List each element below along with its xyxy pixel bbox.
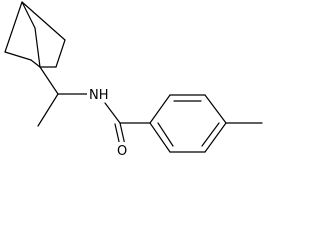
bond-c1-c7 xyxy=(21,1,36,29)
bond-cage-to-ch xyxy=(39,66,59,95)
ring-bond-6 xyxy=(149,122,171,153)
bond-ch-methyl xyxy=(37,93,59,127)
bond-c7-c4 xyxy=(34,27,41,68)
norbornane-cage xyxy=(4,1,66,68)
ring-bond-3 xyxy=(204,94,227,124)
ring-double-2 xyxy=(201,122,220,147)
bond-c1-c2 xyxy=(4,1,23,53)
carbonyl-o-label: O xyxy=(117,144,127,159)
o-label-background xyxy=(116,142,128,158)
bond-c3-c4 xyxy=(30,59,41,68)
chemical-structure-diagram: NH O xyxy=(4,1,263,159)
ring-bond-1 xyxy=(149,94,171,124)
ring-bond-4 xyxy=(204,122,227,153)
bond-n-carbonyl xyxy=(104,102,121,124)
bond-carbonyl-o xyxy=(119,122,126,146)
bond-c1-c6 xyxy=(21,1,66,41)
benzene-ring xyxy=(149,94,227,153)
ring-double-3 xyxy=(157,122,174,147)
amide-nh-label: NH xyxy=(89,88,109,103)
bond-c2-c3 xyxy=(4,51,32,61)
bond-c6-c5 xyxy=(55,39,66,68)
nh-label-background xyxy=(87,86,107,102)
